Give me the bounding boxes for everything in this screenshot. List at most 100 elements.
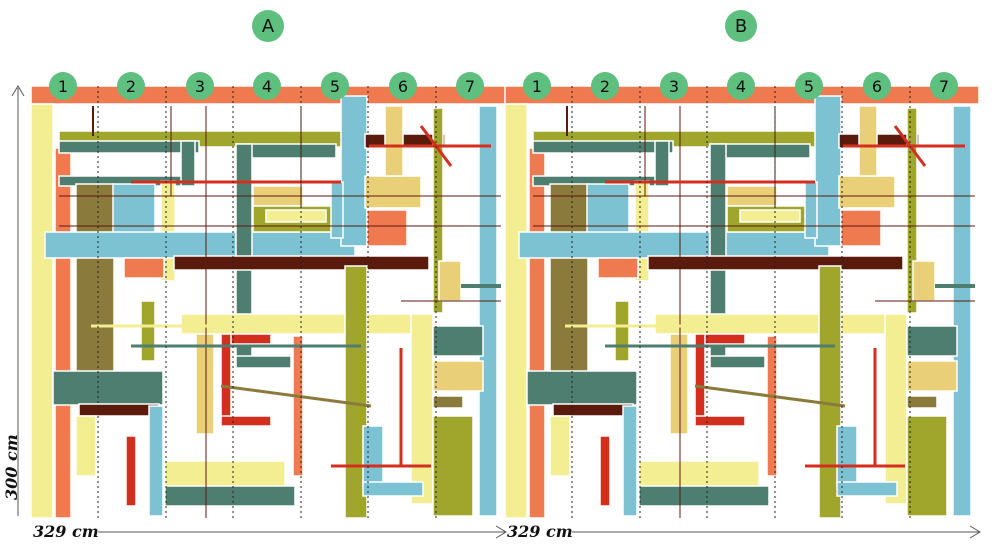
pattern-block <box>432 395 464 409</box>
pattern-block <box>148 405 164 517</box>
pattern-block <box>858 105 878 177</box>
width-label-a: 329 cm <box>33 522 99 541</box>
wallpaper-panel-a <box>31 86 505 518</box>
pattern-line <box>220 384 372 408</box>
pattern-block <box>838 175 896 209</box>
pattern-block <box>432 107 444 314</box>
pattern-block <box>654 313 906 335</box>
pattern-block <box>58 140 200 154</box>
pattern-block <box>906 325 958 357</box>
wallpaper-pattern <box>505 86 979 518</box>
pattern-block <box>478 105 498 517</box>
pattern-block <box>54 147 72 518</box>
pattern-line <box>694 384 846 408</box>
height-arrow <box>11 85 25 516</box>
pattern-block <box>340 95 368 247</box>
pattern-block <box>912 260 936 302</box>
pattern-block <box>344 265 368 518</box>
pattern-block <box>362 481 424 497</box>
pattern-block <box>518 231 830 259</box>
wallpaper-panel-b <box>505 86 979 518</box>
pattern-block <box>906 395 938 409</box>
strip-number-a-2: 2 <box>117 72 145 100</box>
pattern-block <box>123 257 165 279</box>
width-arrow <box>98 525 981 539</box>
wallpaper-pattern <box>31 86 505 518</box>
pattern-block <box>78 403 160 417</box>
strip-number-b-2: 2 <box>591 72 619 100</box>
pattern-block <box>505 103 528 518</box>
pattern-block <box>265 209 327 223</box>
pattern-block <box>597 257 639 279</box>
pattern-block <box>220 415 272 427</box>
pattern-block <box>549 183 589 385</box>
pattern-block <box>528 147 546 518</box>
pattern-block <box>614 300 630 362</box>
pattern-block <box>906 415 948 517</box>
pattern-block <box>840 209 882 247</box>
strip-number-a-6: 6 <box>389 72 417 100</box>
panel-b-badge: B <box>725 10 757 42</box>
pattern-block <box>384 105 404 177</box>
pattern-block <box>180 140 196 187</box>
pattern-block <box>164 485 296 507</box>
pattern-block <box>364 175 422 209</box>
width-label-b: 329 cm <box>507 522 573 541</box>
pattern-block <box>366 209 408 247</box>
strip-number-a-5: 5 <box>321 72 349 100</box>
strip-number-a-7: 7 <box>456 72 484 100</box>
pattern-block <box>599 435 611 507</box>
pattern-block <box>814 95 842 247</box>
pattern-block <box>52 370 164 406</box>
pattern-block <box>438 260 462 302</box>
strip-number-b-1: 1 <box>523 72 551 100</box>
strip-number-b-7: 7 <box>930 72 958 100</box>
strip-number-b-5: 5 <box>795 72 823 100</box>
pattern-block <box>952 105 972 517</box>
pattern-block <box>432 415 474 517</box>
strip-number-b-3: 3 <box>660 72 688 100</box>
pattern-block <box>75 415 97 477</box>
pattern-block <box>362 425 384 487</box>
pattern-block <box>552 403 634 417</box>
pattern-block <box>330 181 344 239</box>
strip-number-b-4: 4 <box>727 72 755 100</box>
pattern-block <box>526 370 638 406</box>
pattern-block <box>180 313 432 335</box>
pattern-block <box>410 313 434 505</box>
pattern-block <box>195 333 215 435</box>
pattern-block <box>292 335 304 477</box>
pattern-block <box>586 183 630 237</box>
pattern-block <box>638 485 770 507</box>
strip-number-a-3: 3 <box>186 72 214 100</box>
pattern-block <box>31 103 54 518</box>
strip-number-b-6: 6 <box>863 72 891 100</box>
pattern-block <box>164 460 286 488</box>
strip-number-a-1: 1 <box>49 72 77 100</box>
pattern-block <box>818 265 842 518</box>
pattern-block <box>235 355 292 369</box>
pattern-block <box>669 333 689 435</box>
pattern-block <box>75 183 115 385</box>
pattern-block <box>140 300 156 362</box>
pattern-block <box>532 140 674 154</box>
pattern-block <box>44 231 356 259</box>
pattern-block <box>884 313 908 505</box>
pattern-block <box>766 335 778 477</box>
pattern-block <box>654 140 670 187</box>
pattern-block <box>694 415 746 427</box>
pattern-block <box>906 107 918 314</box>
pattern-block <box>804 181 818 239</box>
pattern-block <box>622 405 638 517</box>
pattern-block <box>638 460 760 488</box>
pattern-block <box>906 360 958 392</box>
pattern-block <box>709 355 766 369</box>
pattern-block <box>432 360 484 392</box>
pattern-block <box>739 209 801 223</box>
pattern-block <box>836 425 858 487</box>
pattern-block <box>432 325 484 357</box>
height-label: 300 cm <box>2 434 21 500</box>
pattern-block <box>836 481 898 497</box>
pattern-block <box>112 183 156 237</box>
pattern-block <box>125 435 137 507</box>
